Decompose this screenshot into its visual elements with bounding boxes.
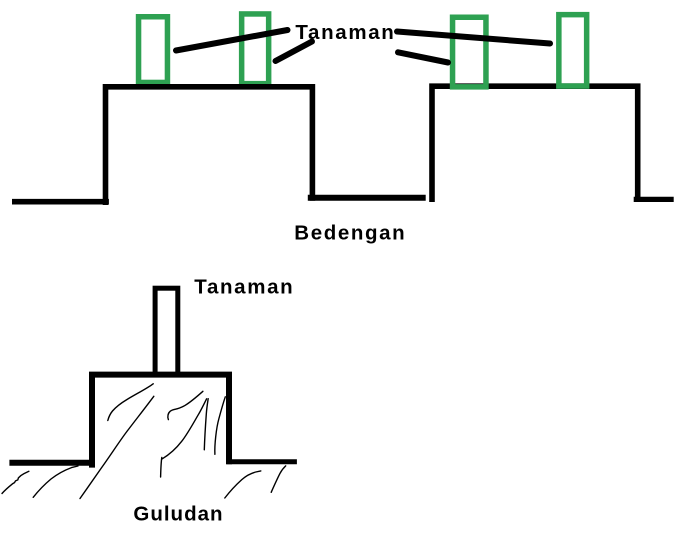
- svg-text:Tanaman: Tanaman: [194, 276, 294, 299]
- svg-text:Guludan: Guludan: [133, 503, 223, 526]
- svg-text:Bedengan: Bedengan: [294, 222, 406, 245]
- svg-text:Tanaman: Tanaman: [295, 21, 395, 44]
